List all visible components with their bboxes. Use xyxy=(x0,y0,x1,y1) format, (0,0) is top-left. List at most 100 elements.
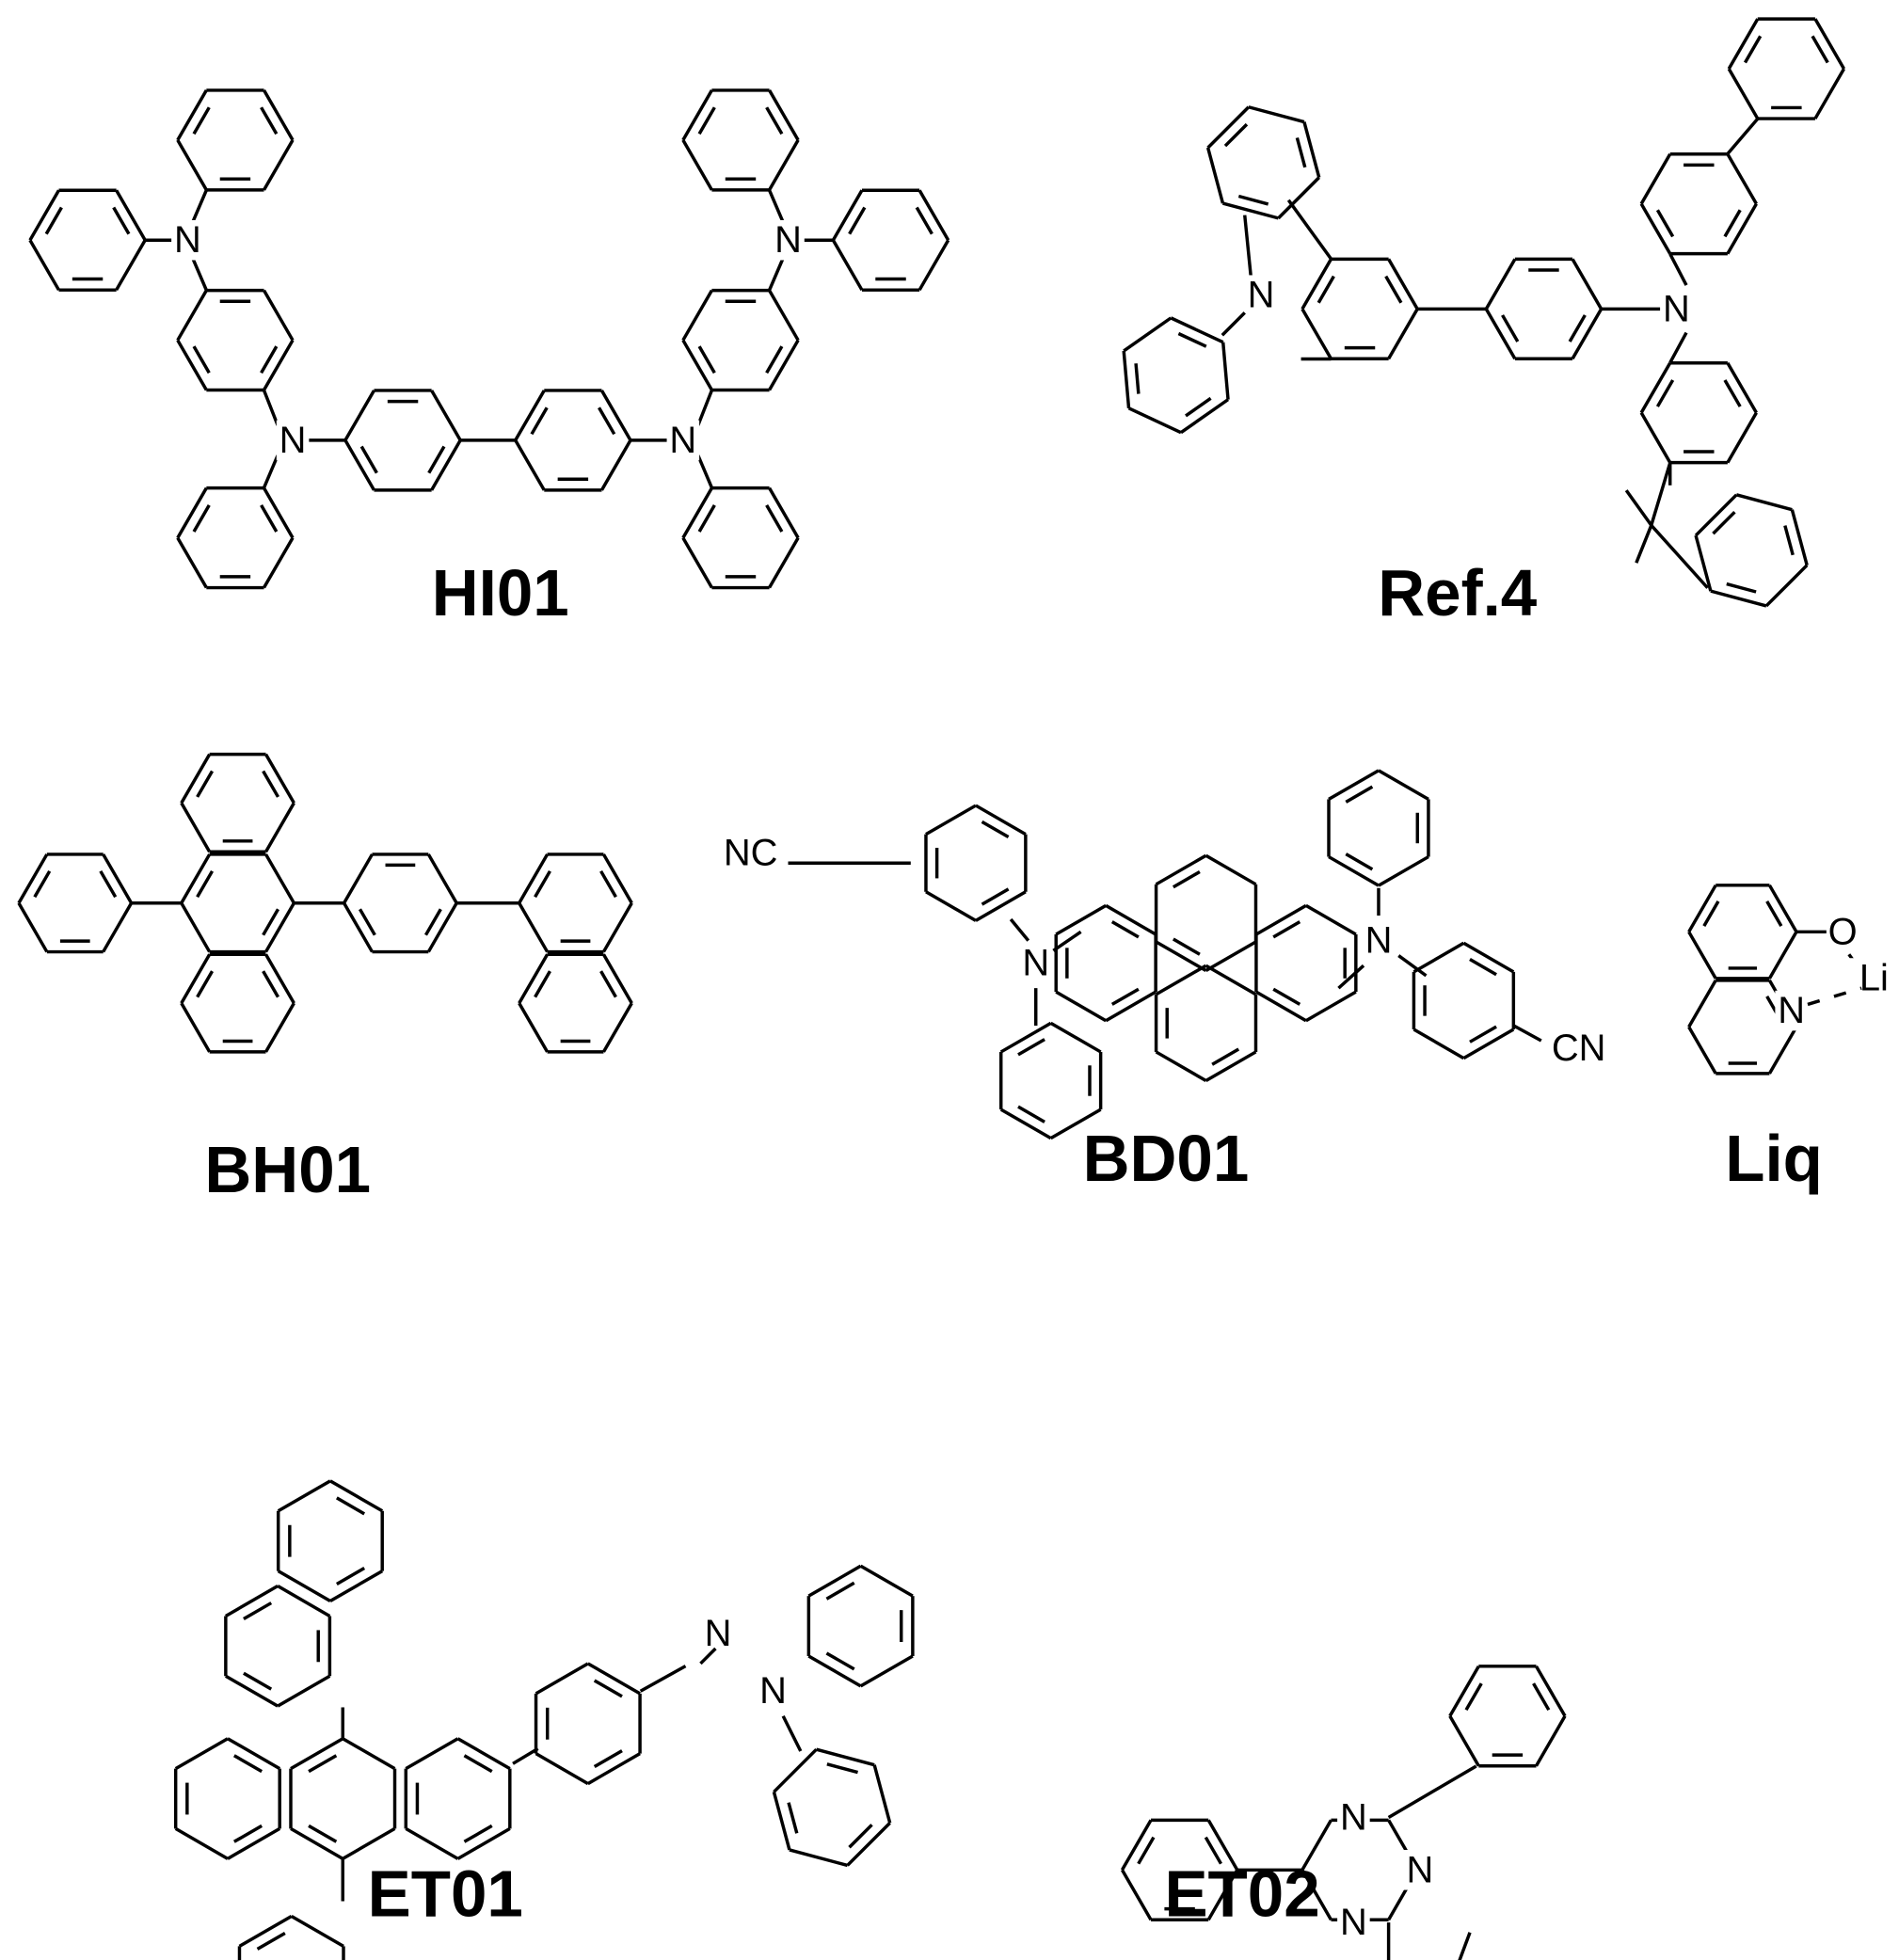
atom-label: N xyxy=(1340,1796,1367,1838)
bond xyxy=(639,1665,687,1693)
bond xyxy=(514,390,546,441)
bond xyxy=(1568,314,1587,343)
bond xyxy=(1328,855,1380,887)
bond xyxy=(981,820,1010,839)
bond xyxy=(1172,870,1201,889)
compound-label-bd01: BD01 xyxy=(1083,1122,1250,1195)
bond xyxy=(1017,1038,1045,1057)
bond xyxy=(1501,314,1520,343)
bond xyxy=(329,1570,384,1602)
bond xyxy=(1783,525,1795,556)
bond xyxy=(768,289,800,342)
bond xyxy=(1484,308,1517,360)
bond xyxy=(263,289,295,342)
bond xyxy=(765,106,784,135)
bond xyxy=(696,454,714,489)
bond xyxy=(1110,987,1140,1006)
bond xyxy=(1462,1028,1515,1060)
bond xyxy=(1205,853,1257,886)
bond xyxy=(426,901,458,953)
bond xyxy=(1172,937,1201,956)
bond xyxy=(277,1479,331,1513)
bond xyxy=(112,206,131,235)
bond xyxy=(1110,920,1140,939)
bond xyxy=(232,1824,263,1843)
bond xyxy=(277,1570,331,1602)
bond xyxy=(514,439,546,491)
bond xyxy=(1712,510,1736,535)
compound-label-et02: ET02 xyxy=(1164,1856,1319,1930)
bond xyxy=(765,345,784,374)
bond xyxy=(773,1747,818,1793)
bond xyxy=(681,289,713,342)
bond xyxy=(1378,855,1429,887)
bond xyxy=(1277,176,1320,220)
bond xyxy=(1155,1050,1207,1083)
atom-label: N xyxy=(1022,943,1049,984)
bond xyxy=(767,254,787,292)
bond xyxy=(1317,275,1335,304)
bond xyxy=(768,339,800,391)
compound-label-et01: ET01 xyxy=(368,1856,523,1930)
bond xyxy=(768,89,800,141)
bond xyxy=(405,1826,459,1860)
bond xyxy=(243,1601,273,1620)
bond xyxy=(196,770,215,798)
bond xyxy=(290,1914,344,1948)
bond xyxy=(1448,1665,1480,1717)
bond xyxy=(1639,361,1672,414)
bond xyxy=(859,1654,914,1688)
atom-label: Li xyxy=(1859,958,1889,999)
bond xyxy=(975,804,1027,837)
compound-label-hi01: HI01 xyxy=(432,556,569,629)
bond xyxy=(1484,258,1517,311)
bond xyxy=(343,390,375,441)
bond xyxy=(1177,331,1207,348)
bond xyxy=(1345,785,1374,804)
bond xyxy=(1735,493,1793,512)
bond xyxy=(1205,940,1257,973)
bond xyxy=(925,890,977,922)
bond xyxy=(1105,990,1157,1023)
bond xyxy=(1534,1714,1567,1767)
bond xyxy=(1723,379,1742,407)
bond xyxy=(115,189,147,242)
bond xyxy=(1223,122,1249,148)
bond xyxy=(260,504,279,533)
bond xyxy=(189,254,208,292)
bond xyxy=(831,239,864,292)
bond xyxy=(174,1826,229,1860)
bond xyxy=(599,970,617,998)
bond xyxy=(1127,406,1182,435)
bond xyxy=(224,1585,279,1617)
atom-label: N xyxy=(174,219,201,261)
bond xyxy=(1726,411,1758,464)
bond xyxy=(1155,940,1207,973)
bond xyxy=(263,536,295,589)
bond xyxy=(1764,564,1809,608)
atom-label: N xyxy=(1365,920,1393,962)
bond xyxy=(1221,311,1246,337)
bond xyxy=(1807,986,1862,1007)
bond xyxy=(1767,931,1798,980)
bond xyxy=(1272,920,1301,939)
bond xyxy=(1205,147,1225,204)
bond xyxy=(1462,941,1515,974)
bond xyxy=(925,804,977,837)
bond xyxy=(463,1824,493,1843)
bond xyxy=(1255,903,1307,936)
bond xyxy=(601,853,633,904)
bond xyxy=(1767,884,1798,933)
bond xyxy=(1448,1714,1480,1767)
bond xyxy=(263,901,295,953)
bond xyxy=(1221,342,1230,400)
atom-label: N xyxy=(774,219,802,261)
bond xyxy=(1255,990,1307,1023)
bond xyxy=(918,239,950,292)
atom-label: N xyxy=(759,1670,787,1712)
bond xyxy=(1813,68,1846,120)
bond xyxy=(176,139,208,191)
bond xyxy=(263,486,295,539)
bond xyxy=(765,504,784,533)
